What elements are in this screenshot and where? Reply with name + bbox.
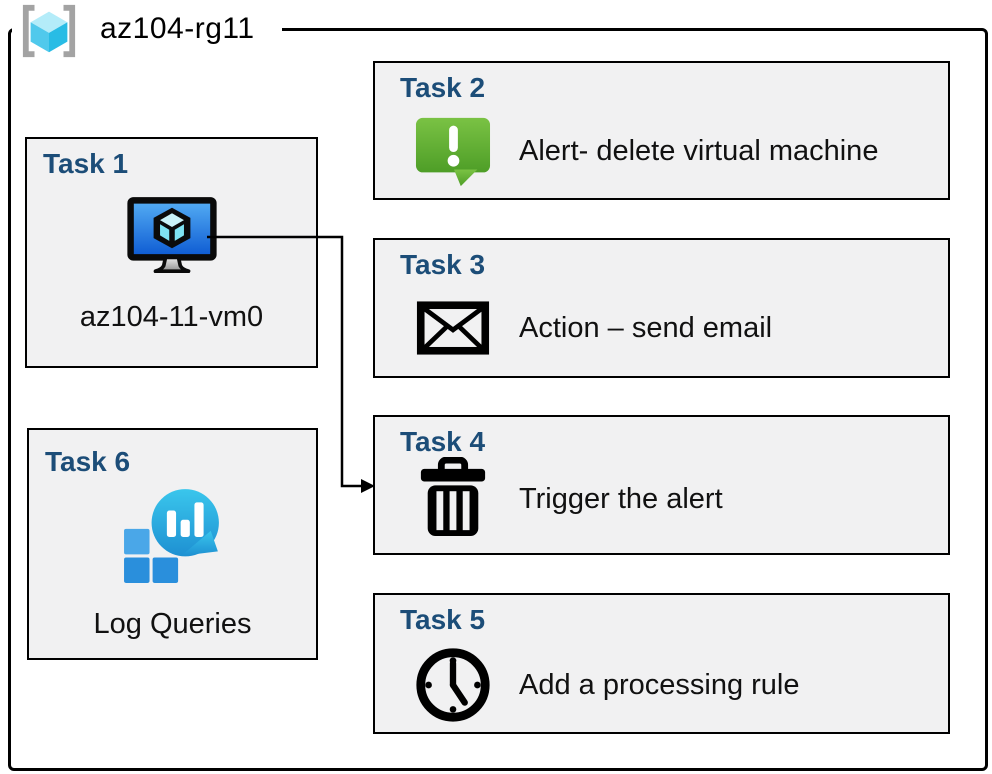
- task-2-title: Task 2: [400, 72, 486, 103]
- task-1-label: az104-11-vm0: [79, 301, 264, 333]
- header-border-mask: [12, 22, 282, 34]
- task-5-label: Add a processing rule: [519, 668, 800, 701]
- task-1-box: Task 1 az104-11-vm0: [25, 137, 318, 368]
- task-6-label: Log Queries: [93, 608, 252, 640]
- log-analytics-icon: [122, 486, 224, 589]
- task-4-box: Task 4 Trigger the alert: [373, 415, 950, 555]
- task-5-box: Task 5 Add a processing rule: [373, 593, 950, 734]
- task-2-box: Task 2 Alert- delete virtual machine: [373, 61, 950, 200]
- resource-group-icon: [12, 2, 86, 65]
- virtual-machine-icon: [126, 194, 218, 289]
- task-6-box: Task 6 Log Queries: [27, 428, 318, 660]
- task-4-title: Task 4: [400, 426, 486, 457]
- task-5-title: Task 5: [400, 604, 486, 635]
- task-3-box: Task 3 Action – send email: [373, 238, 950, 378]
- task-3-title: Task 3: [400, 249, 486, 280]
- clock-icon: [411, 644, 495, 726]
- trash-delete-icon: [411, 457, 495, 541]
- resource-group-label: az104-rg11: [100, 12, 255, 45]
- task-4-label: Trigger the alert: [519, 482, 723, 515]
- task-1-title: Task 1: [43, 148, 129, 179]
- email-envelope-icon: [411, 299, 495, 357]
- task-2-label: Alert- delete virtual machine: [519, 134, 879, 167]
- alert-message-icon: [411, 113, 495, 189]
- task-6-title: Task 6: [45, 446, 131, 477]
- task-3-label: Action – send email: [519, 311, 773, 344]
